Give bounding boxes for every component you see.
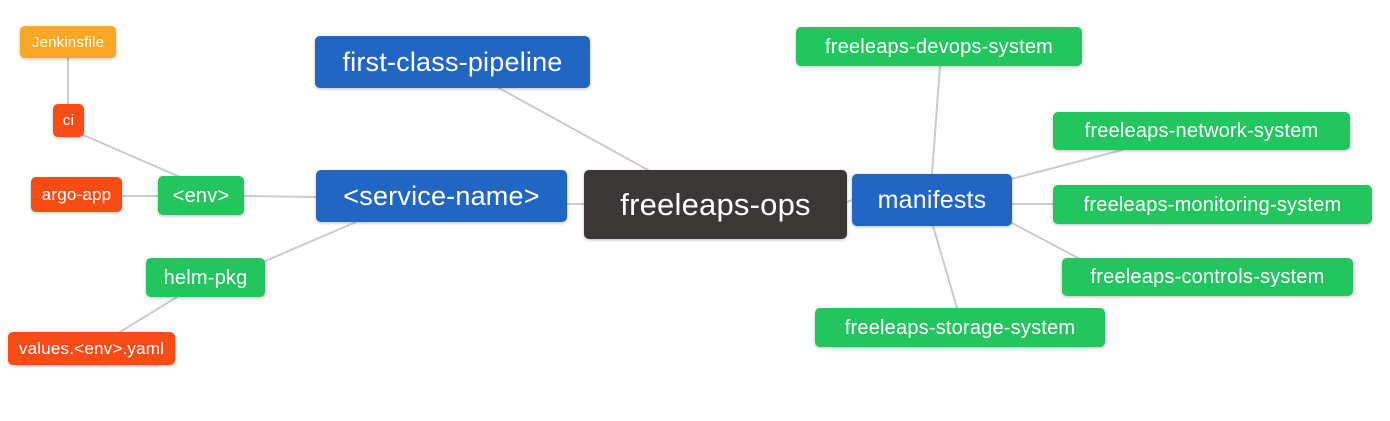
node-manifests[interactable]: manifests — [852, 174, 1012, 226]
node-freeleaps-ops[interactable]: freeleaps-ops — [584, 170, 847, 239]
node-freeleaps-devops-system[interactable]: freeleaps-devops-system — [796, 27, 1082, 66]
node-freeleaps-controls-system[interactable]: freeleaps-controls-system — [1062, 258, 1353, 296]
node-label: freeleaps-ops — [620, 187, 811, 222]
node-label: freeleaps-devops-system — [824, 35, 1054, 58]
node-ci[interactable]: ci — [53, 104, 84, 137]
node-freeleaps-monitoring-system[interactable]: freeleaps-monitoring-system — [1053, 185, 1372, 224]
node-freeleaps-network-system[interactable]: freeleaps-network-system — [1053, 112, 1350, 150]
node-label: <service-name> — [343, 180, 540, 211]
node-label: Jenkinsfile — [31, 33, 105, 51]
node-label: freeleaps-network-system — [1084, 120, 1319, 142]
edge-manifests--freeleaps-devops-system — [931, 65, 941, 175]
edge-manifests--freeleaps-network-system — [1010, 149, 1123, 180]
node-argo-app[interactable]: argo-app — [31, 177, 122, 212]
node-env[interactable]: <env> — [158, 176, 244, 215]
node-jenkinsfile[interactable]: Jenkinsfile — [20, 26, 116, 58]
node-label: values.<env>.yaml — [18, 339, 165, 358]
edge-ci--env — [80, 133, 181, 178]
node-label: <env> — [172, 184, 230, 207]
node-label: helm-pkg — [163, 266, 248, 289]
edge-env--service-name — [243, 195, 317, 198]
node-helm-pkg[interactable]: helm-pkg — [146, 258, 265, 297]
node-label: freeleaps-monitoring-system — [1083, 193, 1342, 216]
node-freeleaps-storage-system[interactable]: freeleaps-storage-system — [815, 308, 1105, 347]
edge-freeleaps-ops--manifests — [846, 199, 853, 203]
edge-helm-pkg--service-name — [262, 221, 357, 263]
node-label: argo-app — [41, 185, 112, 204]
node-label: freeleaps-storage-system — [844, 316, 1076, 339]
node-label: freeleaps-controls-system — [1090, 266, 1325, 288]
edge-values-env-yaml--helm-pkg — [119, 296, 178, 333]
node-label: first-class-pipeline — [342, 46, 563, 77]
edge-manifests--freeleaps-storage-system — [932, 225, 958, 309]
edge-first-class-pipeline--freeleaps-ops — [498, 87, 649, 171]
node-label: ci — [62, 112, 75, 129]
node-service-name[interactable]: <service-name> — [316, 170, 567, 222]
node-label: manifests — [877, 185, 987, 214]
node-first-class-pipeline[interactable]: first-class-pipeline — [315, 36, 590, 88]
edge-manifests--freeleaps-controls-system — [1011, 222, 1079, 259]
node-values-env-yaml[interactable]: values.<env>.yaml — [8, 332, 175, 365]
